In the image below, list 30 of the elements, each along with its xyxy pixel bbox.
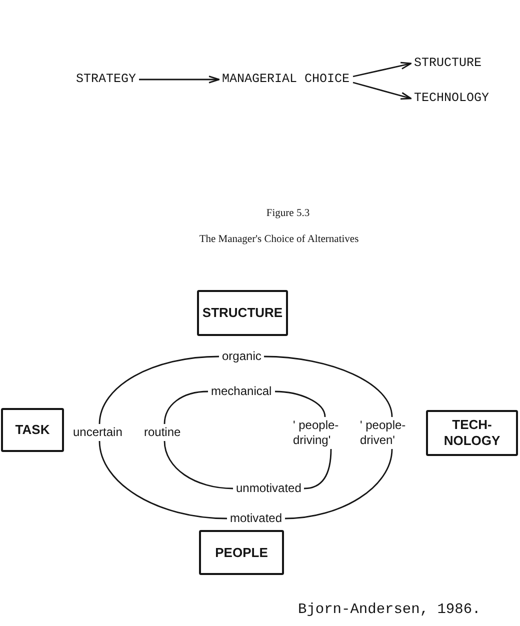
curved-line [164,390,208,424]
curved-line [264,356,393,418]
attribute-label: ' people- driving' [290,417,352,449]
concept-box: TASK [1,408,64,452]
concept-box: TECH- NOLOGY [426,410,518,456]
attribute-label: organic [219,348,264,365]
arrow [352,82,412,100]
term-label: STRATEGY [73,72,140,87]
arrow [352,62,412,78]
term-label: STRUCTURE [411,56,485,71]
attribute-label: uncertain [70,424,126,441]
attribute-label: routine [141,424,184,441]
attribute-label: motivated [227,510,286,527]
curved-line [274,390,326,418]
curved-line [98,440,228,520]
term-label: TECHNOLOGY [411,91,492,106]
attribute-label: mechanical [208,383,275,400]
attribute-label: unmotivated [233,480,304,497]
concept-box: PEOPLE [199,530,284,575]
curved-line [304,448,332,490]
curved-line [284,448,393,520]
citation: Bjorn-Andersen, 1986. [298,602,481,619]
attribute-label: ' people- driven' [357,417,419,449]
figure-number: Figure 5.3 [265,207,311,220]
concept-box: STRUCTURE [197,290,288,336]
term-label: MANAGERIAL CHOICE [219,72,353,87]
curved-line [98,356,220,424]
figure-caption: The Manager's Choice of Alternatives [198,233,360,246]
curved-line [164,440,234,490]
arrow [139,76,220,84]
